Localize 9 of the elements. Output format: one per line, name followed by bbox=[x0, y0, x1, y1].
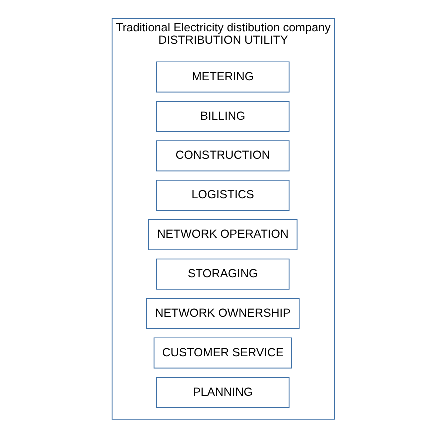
node-box: BILLING bbox=[156, 101, 290, 132]
node-box: NETWORK OWNERSHIP bbox=[146, 298, 300, 330]
node-box: LOGISTICS bbox=[156, 180, 290, 212]
node-box: STORAGING bbox=[156, 258, 290, 290]
node-box: PLANNING bbox=[156, 377, 290, 408]
node-box: NETWORK OPERATION bbox=[148, 219, 298, 250]
node-box: METERING bbox=[156, 62, 290, 93]
node-box: CUSTOMER SERVICE bbox=[154, 338, 292, 369]
node-box: CONSTRUCTION bbox=[156, 140, 290, 172]
